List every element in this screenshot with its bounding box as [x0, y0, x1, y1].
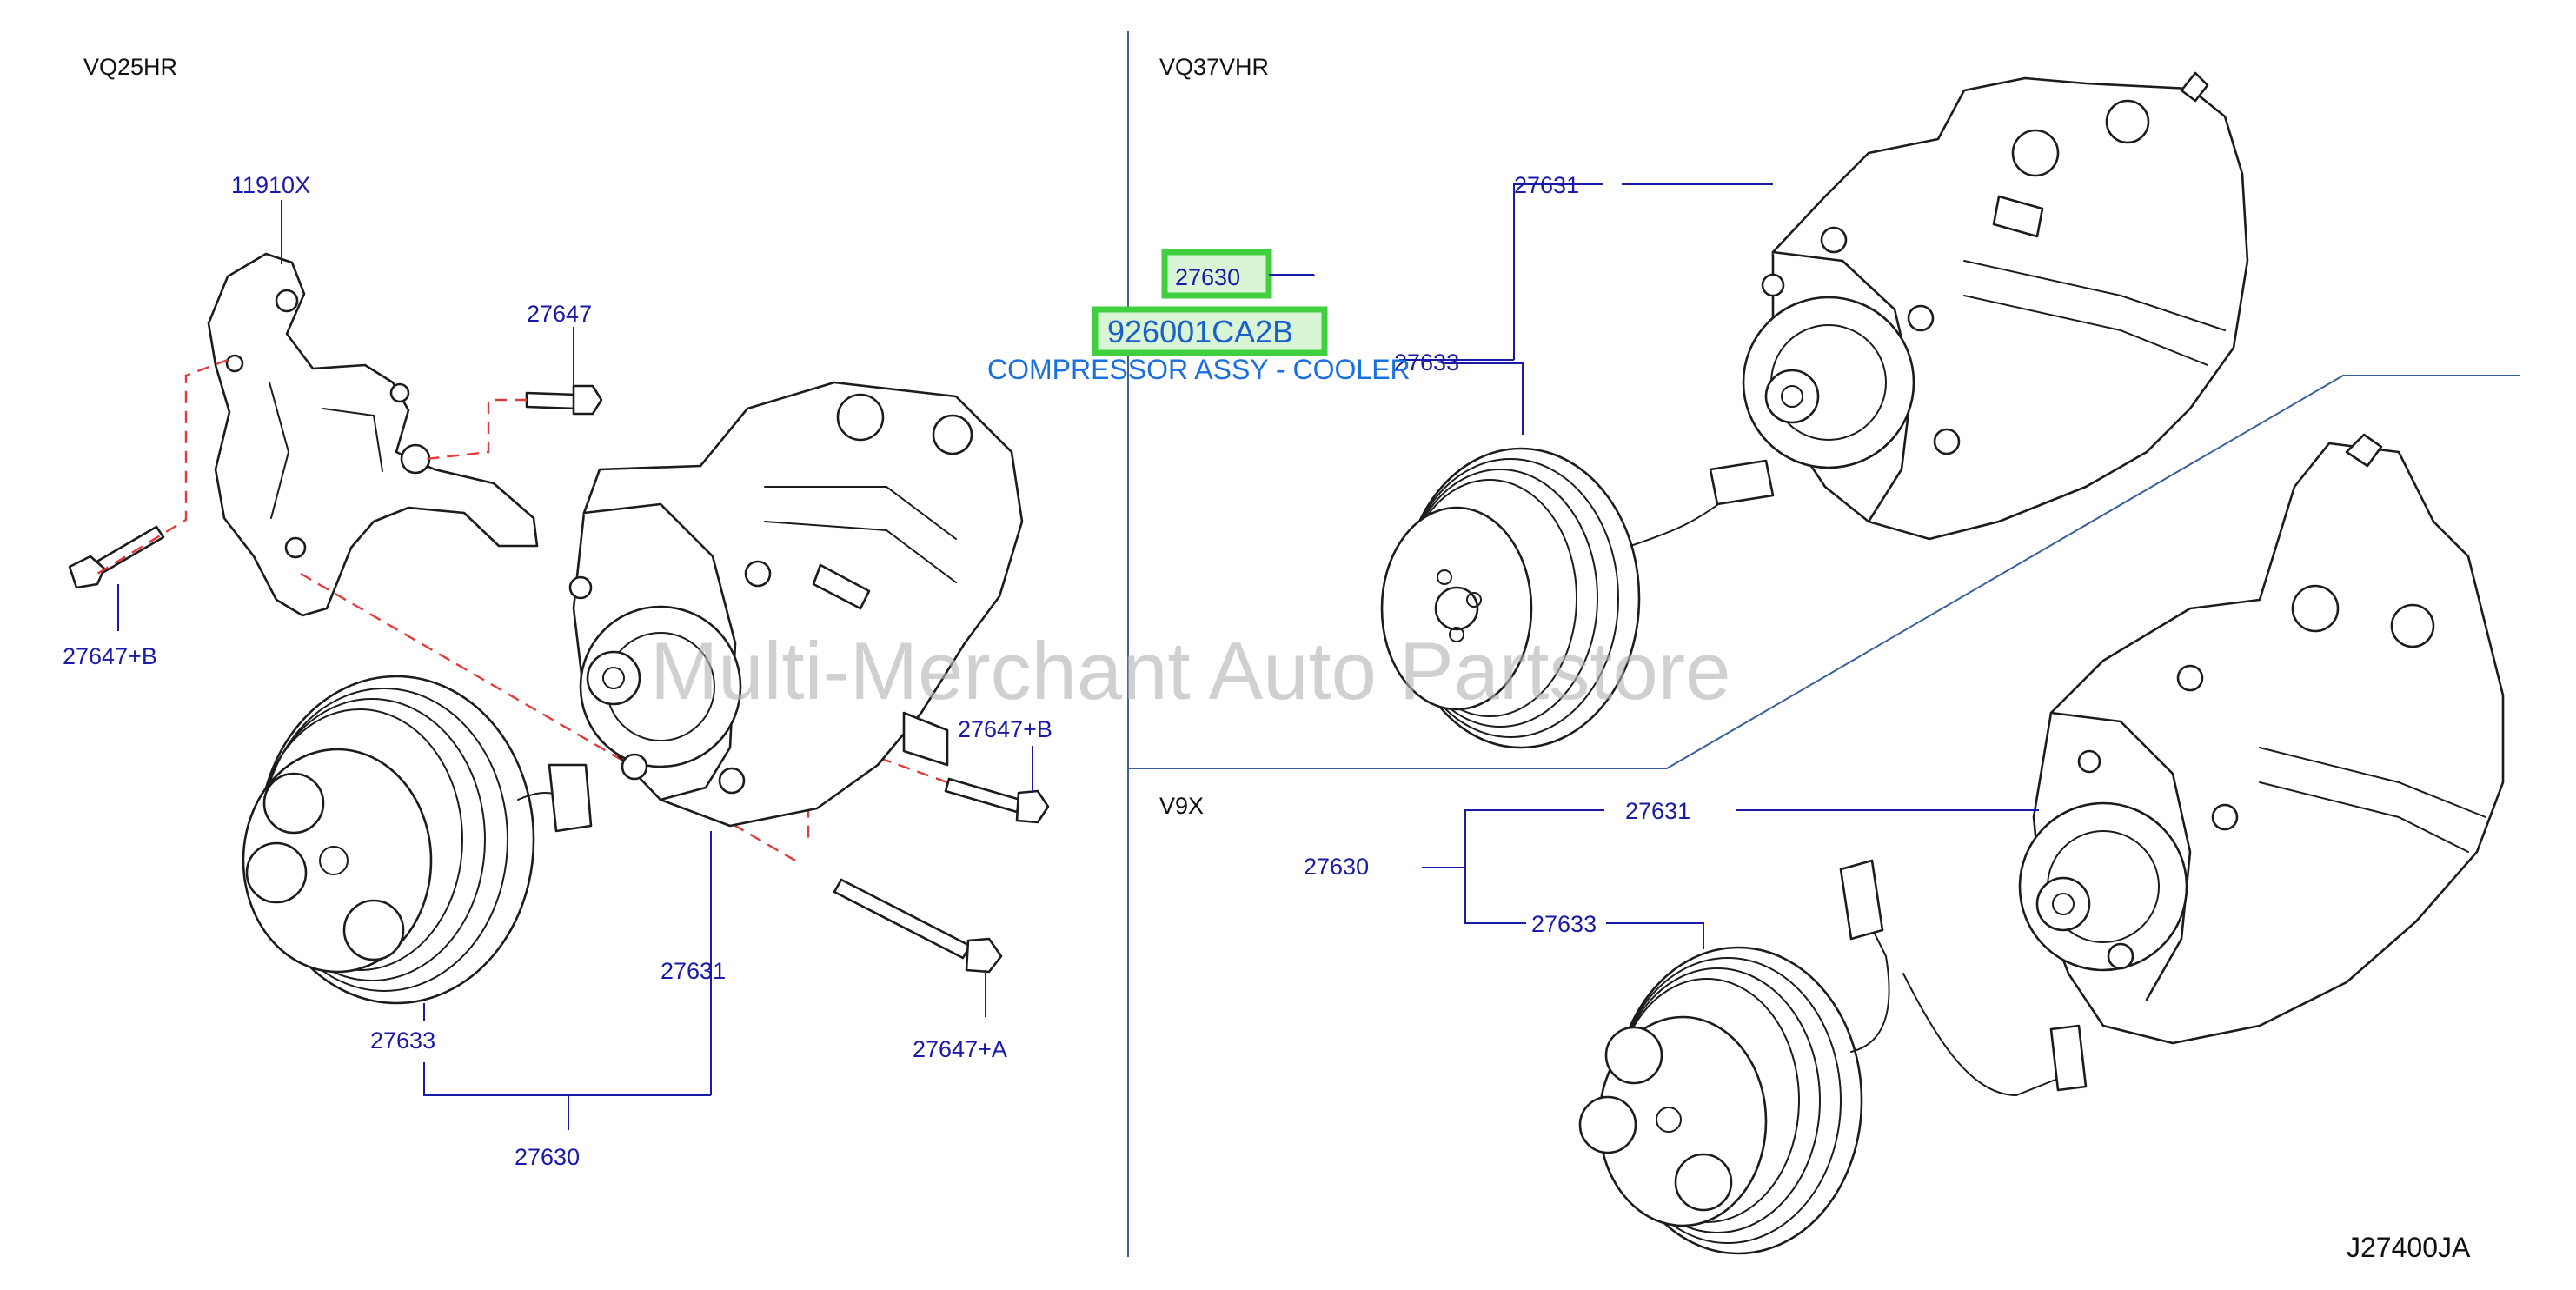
callout-27630-vq37vhr[interactable]: 27630 — [1175, 264, 1240, 290]
callout-27630-left[interactable]: 27630 — [515, 1144, 580, 1170]
watermark: Multi-Merchant Auto Partstore — [650, 625, 1730, 716]
section-title-vq37vhr: VQ37VHR — [1159, 54, 1269, 80]
bolt-27647b-right — [944, 777, 1050, 824]
bolt-27647-top — [525, 384, 603, 416]
leaders-v9x — [1422, 809, 2039, 949]
callout-27647b-right[interactable]: 27647+B — [958, 716, 1052, 742]
highlight-box-part-number[interactable] — [1092, 306, 1328, 356]
clutch-27633-v9x — [1578, 859, 2088, 1255]
highlight-selected-part[interactable]: 27630 926001CA2B COMPRESSOR ASSY - COOLE… — [987, 249, 1411, 385]
callout-27633-left[interactable]: 27633 — [370, 1027, 435, 1054]
highlight-part-number[interactable]: 926001CA2B — [1107, 314, 1293, 349]
compressor-27631-left — [568, 381, 1024, 828]
callout-27631-v9x[interactable]: 27631 — [1625, 798, 1690, 824]
bolt-27647b-left — [68, 525, 165, 589]
callout-27647a[interactable]: 27647+A — [913, 1036, 1007, 1062]
highlight-description: COMPRESSOR ASSY - COOLER — [987, 354, 1411, 385]
callout-27631-vq37vhr[interactable]: 27631 — [1514, 172, 1579, 198]
leaders-vq37vhr — [1290, 183, 1773, 435]
clutch-27633-vq37vhr — [1380, 447, 1775, 749]
callout-27631-left[interactable]: 27631 — [661, 958, 726, 984]
callout-11910x[interactable]: 11910X — [231, 172, 310, 198]
clutch-27633-left — [242, 675, 593, 1005]
diagram-code: J27400JA — [2347, 1232, 2471, 1263]
bracket-11910x — [207, 252, 539, 617]
leaders-left — [117, 200, 1033, 1130]
callout-27647b-left[interactable]: 27647+B — [63, 643, 157, 669]
callout-27633-v9x[interactable]: 27633 — [1531, 911, 1597, 937]
callout-27633-vq37vhr[interactable]: 27633 — [1394, 349, 1459, 376]
bolt-27647a — [833, 878, 1003, 974]
section-title-vq25hr: VQ25HR — [83, 54, 177, 80]
callout-27647-top[interactable]: 27647 — [527, 301, 592, 327]
callout-27630-v9x[interactable]: 27630 — [1304, 854, 1369, 880]
section-dividers — [1127, 31, 2520, 1257]
compressor-27631-vq37vhr — [1742, 71, 2249, 541]
compressor-27631-v9x — [2018, 433, 2505, 1045]
section-title-v9x: V9X — [1159, 793, 1204, 819]
